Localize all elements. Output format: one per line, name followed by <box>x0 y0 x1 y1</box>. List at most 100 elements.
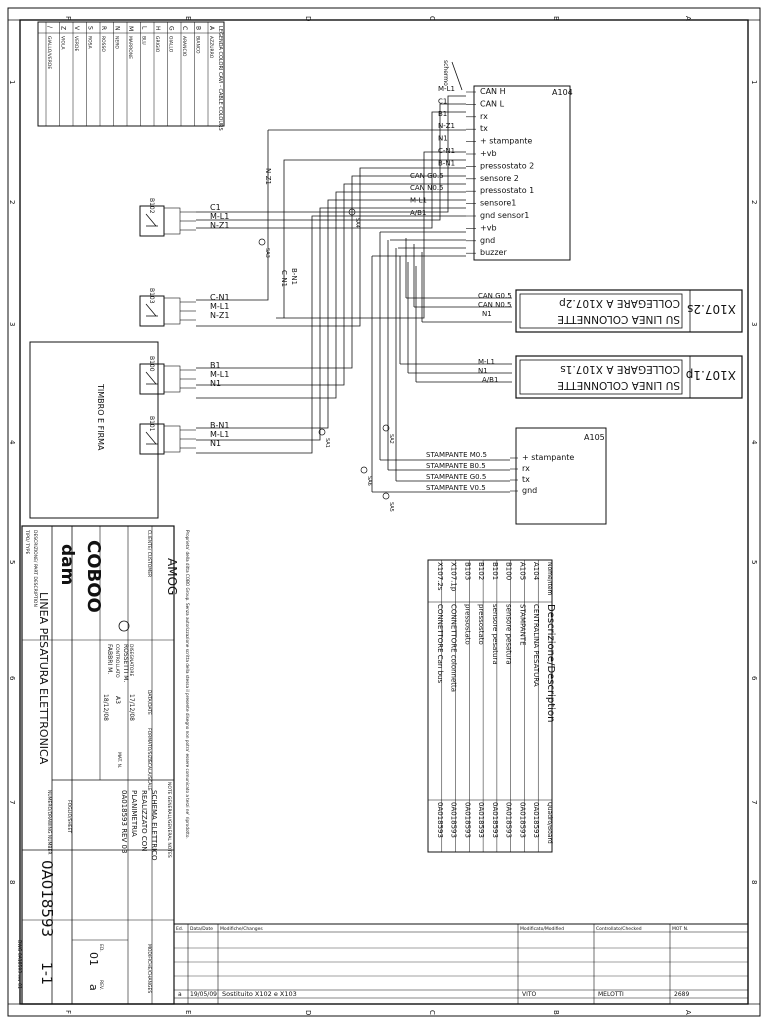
splice-label: SA6 <box>366 476 372 486</box>
sensor-label: B102 <box>148 198 155 214</box>
type-label: TIPO/ TYPE <box>24 529 30 554</box>
legend-code: A <box>208 26 215 31</box>
parts-cell: 0A018593 <box>505 802 513 838</box>
legend-code: R <box>100 26 107 30</box>
legend-colour: ROSA <box>87 36 93 50</box>
row-marker: 5 <box>750 560 758 564</box>
sensor-wire-label: N-Z1 <box>210 221 229 230</box>
splice-node-icon <box>318 428 326 436</box>
date-label: DATA/DATE <box>146 690 152 715</box>
parts-cell: B100 <box>505 562 513 580</box>
logo-text: COBOO <box>83 540 104 613</box>
a104-pin-name: + stampante <box>480 137 532 146</box>
row-marker: 8 <box>750 880 758 884</box>
notes-label: NOTE GENERALI/GENERAL NOTES <box>166 782 172 858</box>
parts-cell: B103 <box>463 562 471 580</box>
material-label: MAT. N. <box>116 752 122 768</box>
notes-line-1: SCHEMA ELETTRICO <box>150 790 158 861</box>
connector-wire-label: CAN G0.5 <box>478 292 512 300</box>
connector-text-2: SU LINEA COLONNETTE <box>557 379 680 391</box>
target-symbol-icon <box>118 620 130 632</box>
sheet-frame <box>7 7 761 1017</box>
cable-colour-legend: LEGENDA COLORI CAVI - CABLE COLOURS AAZZ… <box>37 21 225 131</box>
row-marker: 3 <box>750 322 758 326</box>
a105-pin-name: gnd <box>522 486 537 495</box>
connector-wire-label: N1 <box>482 310 492 318</box>
column-marker: D <box>304 1010 312 1015</box>
connector-ref: X107.2s <box>687 302 736 316</box>
parts-cell: 0A018593 <box>436 802 444 838</box>
drawing-number: 0A018593 <box>38 860 56 937</box>
a104-pin-wire: M-L1 <box>410 197 427 205</box>
parts-cell: CONNETTORE colonnetta <box>450 604 458 692</box>
connector-text-2: SU LINEA COLONNETTE <box>557 313 680 325</box>
column-marker: D <box>304 16 312 21</box>
parts-list-table: Nome/ItemDescrizione/DescriptionQuadro/B… <box>427 559 556 853</box>
drawn-by-label: DISEGNATORE <box>128 644 134 676</box>
sensor-label: B100 <box>148 356 155 372</box>
a104-pin-name: gnd sensor1 <box>480 211 529 220</box>
column-marker: C <box>428 16 436 21</box>
connector-wire-label: M-L1 <box>478 358 495 366</box>
parts-cell: pressostato <box>477 604 485 645</box>
sensor-wire-label: C-N1 <box>210 293 230 302</box>
legend-colour: GIALLO <box>168 36 174 53</box>
splice-label: SA2 <box>388 434 394 444</box>
notes-line-4: 0A018593 REV 03 <box>120 790 128 853</box>
legend-code: H <box>154 26 161 31</box>
checked-by-label: CONTROLLATO <box>114 644 120 678</box>
sensor-label: B103 <box>148 288 155 304</box>
stamp-box: TIMBRO E FIRMA <box>29 341 159 519</box>
a104-pin-wire: N1 <box>438 135 448 143</box>
row-marker: 1 <box>8 80 16 84</box>
parts-cell: pressostato <box>463 604 471 645</box>
connector-wire-label: A/B1 <box>482 376 498 384</box>
parts-cell: 0A018593 <box>491 802 499 838</box>
splice-label: SA3 <box>264 248 270 258</box>
parts-cell: 0A018593 <box>450 802 458 838</box>
a105-pin-wire: STAMPANTE G0.5 <box>426 473 486 481</box>
legend-colour: GRIGIO <box>154 36 160 53</box>
bus-wire-label: N-Z1 <box>264 168 272 185</box>
a104-label: A104 <box>552 88 573 97</box>
a104-pin-name: pressostato 2 <box>480 161 534 170</box>
a104-pin-wire: B-N1 <box>438 159 455 167</box>
format: A3 <box>114 696 121 704</box>
legend-colour: NERO <box>114 36 120 49</box>
a104-pin-name: +vb <box>480 223 497 232</box>
row-marker: 2 <box>750 200 758 204</box>
splice-node-icon <box>258 238 266 246</box>
parts-cell: B102 <box>477 562 485 580</box>
legend-colour: VERDE <box>73 36 79 52</box>
legend-code: L <box>141 26 148 30</box>
notes-line-3: PLANIMETRIA <box>130 790 138 837</box>
splice-node-icon <box>382 424 390 432</box>
a104-pin-name: gnd <box>480 236 495 245</box>
a105-pin-wire: STAMPANTE M0.5 <box>426 451 487 459</box>
connector-text-1: COLLEGARE A X107.2p <box>559 297 680 309</box>
revision-table: Ed. Data/Date Modifiche/Changes Modifica… <box>146 923 749 1005</box>
sensor-wire-label: B-N1 <box>210 421 229 430</box>
wiring-harness <box>196 61 512 493</box>
parts-header: Quadro/Board <box>546 802 553 844</box>
customer-label: CLIENTE/ CUSTOMER <box>146 530 152 577</box>
edition-label: ED. <box>98 944 104 952</box>
sensor-wire-label: M-L1 <box>210 430 229 439</box>
a104-pin-wire: C1 <box>438 97 447 105</box>
date-checked: 18/12/08 <box>102 694 109 721</box>
legend-code: M <box>127 26 134 31</box>
sensor-wire-label: N1 <box>210 379 221 388</box>
a104-pin-name: CAN L <box>480 99 505 108</box>
legend-code: S <box>87 26 94 30</box>
rev-row-checked: MELOTTI <box>598 991 624 998</box>
row-marker: 5 <box>8 560 16 564</box>
parts-cell: sensore pesatura <box>491 604 499 665</box>
a104-pin-name: sensore 2 <box>480 174 519 183</box>
parts-cell: 0A018593 <box>463 802 471 838</box>
sensor-wire-label: B1 <box>210 361 221 370</box>
